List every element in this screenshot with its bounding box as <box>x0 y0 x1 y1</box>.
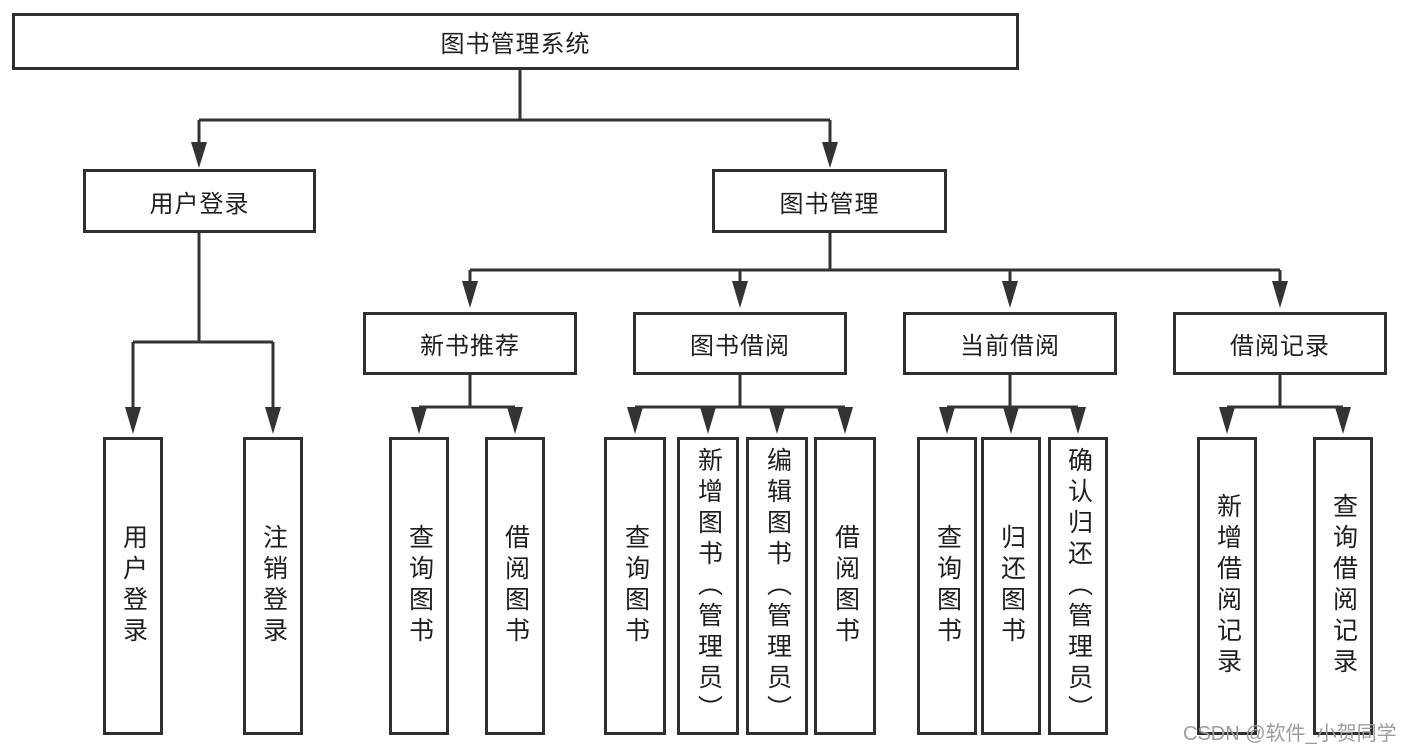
leaf-query-books-recommend-label: 查询图书 <box>405 524 434 648</box>
leaf-borrow-books-recommend: 借阅图书 <box>485 437 545 735</box>
node-current-borrowing-label: 当前借阅 <box>960 333 1060 360</box>
leaf-confirm-return-admin: 确认归还（管理员） <box>1048 437 1108 735</box>
node-root-label: 图书管理系统 <box>440 31 591 58</box>
node-book-borrowing: 图书借阅 <box>633 312 847 375</box>
node-book-borrowing-label: 图书借阅 <box>690 333 790 360</box>
leaf-add-book-admin: 新增图书（管理员） <box>677 437 739 735</box>
connector-mgmt-branch <box>468 233 1282 282</box>
leaf-edit-book-admin: 编辑图书（管理员） <box>746 437 808 735</box>
connector-root-branch <box>197 70 832 143</box>
leaf-add-borrow-record-label: 新增借阅记录 <box>1213 493 1242 679</box>
arrowheads-level2 <box>191 142 838 168</box>
node-borrowing-records-label: 借阅记录 <box>1230 333 1330 360</box>
leaf-add-book-admin-label: 新增图书（管理员） <box>694 446 723 726</box>
connector-leaf-branches <box>419 375 1343 409</box>
leaf-add-borrow-record: 新增借阅记录 <box>1197 437 1257 735</box>
leaf-logout: 注销登录 <box>243 437 303 735</box>
leaf-edit-book-admin-label: 编辑图书（管理员） <box>763 446 792 726</box>
leaf-borrow-books-label: 借阅图书 <box>831 524 860 648</box>
leaf-return-books: 归还图书 <box>981 437 1041 735</box>
node-root-system: 图书管理系统 <box>12 13 1019 70</box>
leaf-user-login-label: 用户登录 <box>119 524 148 648</box>
leaf-query-books-current-label: 查询图书 <box>933 524 962 648</box>
leaf-query-borrow-record-label: 查询借阅记录 <box>1329 493 1358 679</box>
leaf-logout-label: 注销登录 <box>259 524 288 648</box>
csdn-watermark: CSDN @软件_小贺同学 <box>1183 723 1397 745</box>
node-user-login: 用户登录 <box>83 169 316 233</box>
node-user-login-label: 用户登录 <box>149 190 250 218</box>
node-book-management: 图书管理 <box>712 169 947 233</box>
node-book-management-label: 图书管理 <box>779 190 880 218</box>
leaf-borrow-books: 借阅图书 <box>814 437 876 735</box>
leaf-confirm-return-admin-label: 确认归还（管理员） <box>1064 446 1093 726</box>
leaf-query-books-current: 查询图书 <box>917 437 977 735</box>
leaf-return-books-label: 归还图书 <box>997 524 1026 648</box>
node-new-book-recommendation: 新书推荐 <box>363 312 577 375</box>
connector-login-branch <box>131 233 275 408</box>
arrowheads-leaves <box>125 407 1351 434</box>
leaf-borrow-books-recommend-label: 借阅图书 <box>501 524 530 648</box>
node-borrowing-records: 借阅记录 <box>1173 312 1387 375</box>
arrowheads-level3 <box>462 281 1288 308</box>
leaf-query-books-borrowing-label: 查询图书 <box>621 524 650 648</box>
node-new-book-recommendation-label: 新书推荐 <box>420 333 520 360</box>
leaf-query-books-borrowing: 查询图书 <box>604 437 666 735</box>
node-current-borrowing: 当前借阅 <box>903 312 1117 375</box>
leaf-user-login: 用户登录 <box>103 437 163 735</box>
leaf-query-books-recommend: 查询图书 <box>389 437 449 735</box>
leaf-query-borrow-record: 查询借阅记录 <box>1313 437 1373 735</box>
